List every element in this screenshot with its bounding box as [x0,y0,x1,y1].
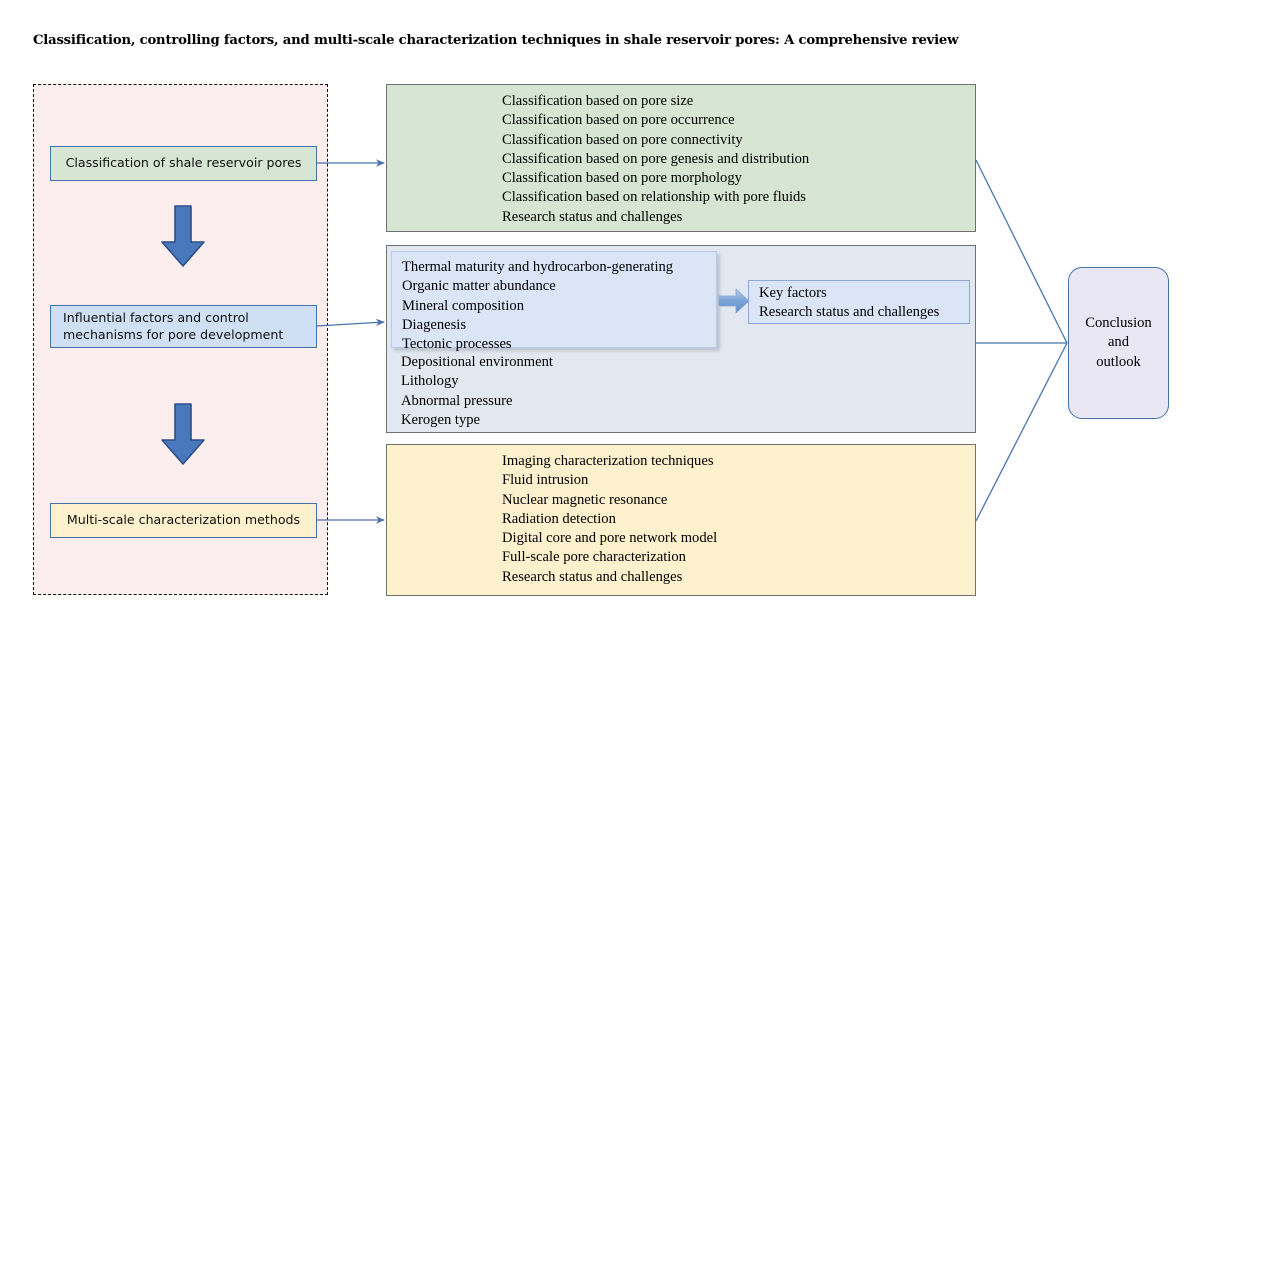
key-factors-callout: Key factors Research status and challeng… [748,280,970,324]
conclusion-box[interactable]: Conclusion and outlook [1068,267,1169,419]
key-factors-line-2: Research status and challenges [759,304,940,321]
stage-2-label-line1: Influential factors and control [63,310,249,326]
classification-item-list: Classification based on pore size Classi… [387,85,975,227]
list-item: Abnormal pressure [401,392,513,409]
list-item: Full-scale pore characterization [502,549,686,566]
stage-1-label: Classification of shale reservoir pores [65,155,302,171]
list-item: Digital core and pore network model [502,530,718,547]
list-item: Classification based on relationship wit… [502,189,806,206]
down-arrow-icon [161,205,205,267]
list-item: Classification based on pore occurrence [502,112,735,129]
list-item: Classification based on pore genesis and… [502,150,810,167]
stage-2-label: Influential factors and control mechanis… [63,310,283,342]
connector-classification-to-conclusion [975,159,1068,344]
secondary-factors-group: Depositional environment Lithology Abnor… [387,353,731,430]
primary-factors-list: Thermal maturity and hydrocarbon-generat… [402,258,716,354]
key-factors-line-1: Key factors [759,285,827,301]
list-item: Imaging characterization techniques [502,453,714,469]
stage-2-label-line2: mechanisms for pore development [63,326,284,342]
conclusion-line-1: Conclusion [1085,315,1152,332]
list-item: Classification based on pore size [502,93,694,109]
secondary-factors-list: Depositional environment Lithology Abnor… [401,353,731,430]
list-item: Organic matter abundance [402,278,556,295]
connector-methods-to-conclusion [975,342,1068,522]
list-item: Fluid intrusion [502,472,589,489]
panel-influential-factors: Thermal maturity and hydrocarbon-generat… [386,245,976,433]
panel-characterization-methods: Imaging characterization techniques Flui… [386,444,976,596]
list-item: Research status and challenges [502,568,683,585]
stage-box-multiscale-methods[interactable]: Multi-scale characterization methods [50,503,317,538]
stage-box-influential-factors[interactable]: Influential factors and control mechanis… [50,305,317,348]
list-item: Kerogen type [401,411,481,428]
list-item: Depositional environment [401,354,553,370]
panel-classification: Classification based on pore size Classi… [386,84,976,232]
down-arrow-icon [161,403,205,465]
conclusion-line-2: and [1107,334,1130,351]
page-title: Classification, controlling factors, and… [33,33,959,48]
list-item: Radiation detection [502,510,616,527]
methods-item-list: Imaging characterization techniques Flui… [387,445,975,587]
list-item: Mineral composition [402,297,525,314]
list-item: Thermal maturity and hydrocarbon-generat… [402,259,674,275]
list-item: Lithology [401,373,459,390]
conclusion-line-3: outlook [1096,353,1141,370]
list-item: Diagenesis [402,316,467,333]
list-item: Classification based on pore morphology [502,170,742,187]
list-item: Research status and challenges [502,208,683,225]
list-item: Classification based on pore connectivit… [502,131,743,148]
primary-factors-subgroup: Thermal maturity and hydrocarbon-generat… [391,251,717,352]
stage-box-classification[interactable]: Classification of shale reservoir pores [50,146,317,181]
stage-3-label: Multi-scale characterization methods [66,512,301,528]
list-item: Tectonic processes [402,336,512,353]
list-item: Nuclear magnetic resonance [502,491,668,508]
